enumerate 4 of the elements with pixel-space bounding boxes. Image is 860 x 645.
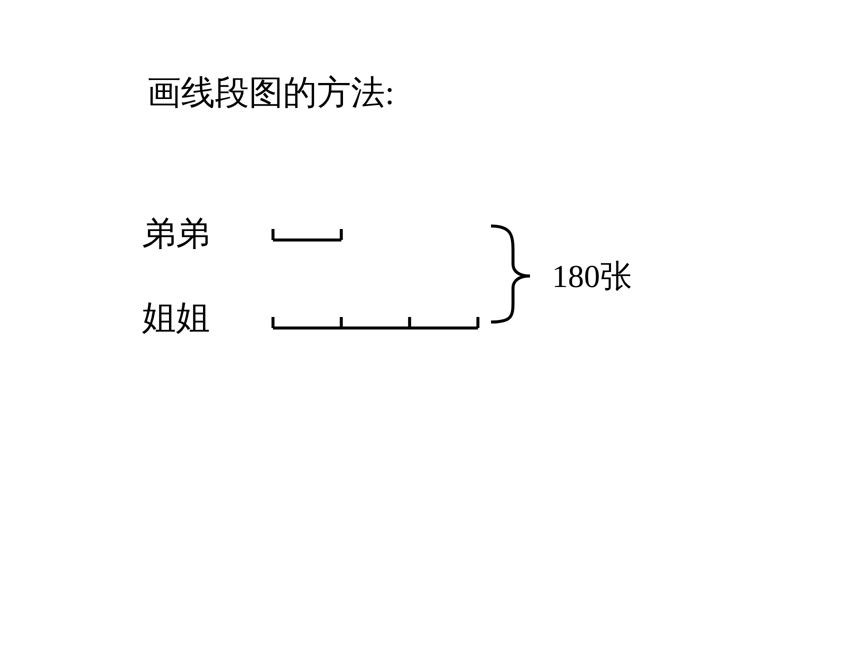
row-label: 弟弟	[142, 215, 210, 255]
title: 画线段图的方法:	[147, 74, 394, 114]
total-label: 180张	[552, 257, 632, 296]
row-label: 姐姐	[142, 299, 210, 339]
